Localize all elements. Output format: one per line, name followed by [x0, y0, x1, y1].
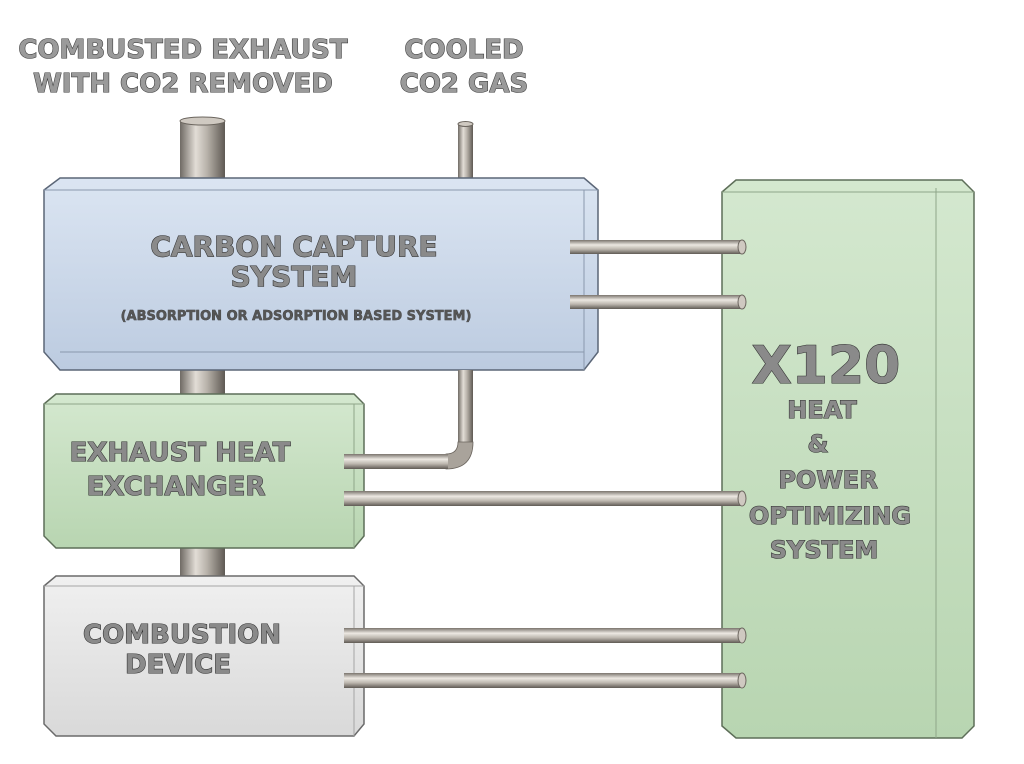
pipe-capture-to-x120-2	[570, 294, 747, 310]
carbon-capture-note: (ABSORPTION OR ADSORPTION BASED SYSTEM)	[121, 309, 472, 324]
pipe-capture-to-x120-1	[570, 239, 747, 255]
co2-out-label-line1: COOLED	[404, 35, 523, 65]
pipe-combustion-to-x120-1	[344, 627, 747, 644]
x120-line-system: SYSTEM	[770, 536, 879, 564]
exhaust-out-label-line1: COMBUSTED EXHAUST	[18, 35, 348, 65]
exhaust-out-label-line2: WITH CO2 REMOVED	[33, 69, 333, 99]
co2-return-pipe	[344, 370, 474, 470]
exhaust-heat-exchanger-block	[43, 393, 365, 549]
carbon-capture-title-line2: SYSTEM	[231, 260, 358, 293]
x120-line-optimizing: OPTIMIZING	[749, 502, 911, 530]
exhaust-hx-title-line2: EXCHANGER	[87, 472, 266, 502]
combustion-device-block	[43, 575, 365, 737]
x120-block	[721, 179, 975, 739]
combustion-title-line2: DEVICE	[125, 650, 231, 680]
co2-outlet-pipe	[457, 121, 474, 180]
pipe-combustion-to-x120-2	[344, 672, 747, 689]
pipe-hx-to-x120	[344, 490, 747, 507]
exhaust-pipe-lower	[180, 546, 225, 578]
x120-title: X120	[752, 336, 901, 396]
x120-line-heat: HEAT	[787, 396, 857, 424]
exhaust-hx-title-line1: EXHAUST HEAT	[70, 438, 291, 468]
carbon-capture-block	[43, 177, 599, 371]
x120-line-power: POWER	[778, 466, 877, 494]
x120-line-amp: &	[808, 430, 829, 458]
co2-out-label-line2: CO2 GAS	[400, 69, 529, 99]
exhaust-outlet-pipe	[179, 116, 226, 179]
combustion-title-line1: COMBUSTION	[83, 620, 281, 650]
carbon-capture-title-line1: CARBON CAPTURE	[150, 230, 437, 263]
exhaust-pipe-upper	[180, 366, 225, 396]
